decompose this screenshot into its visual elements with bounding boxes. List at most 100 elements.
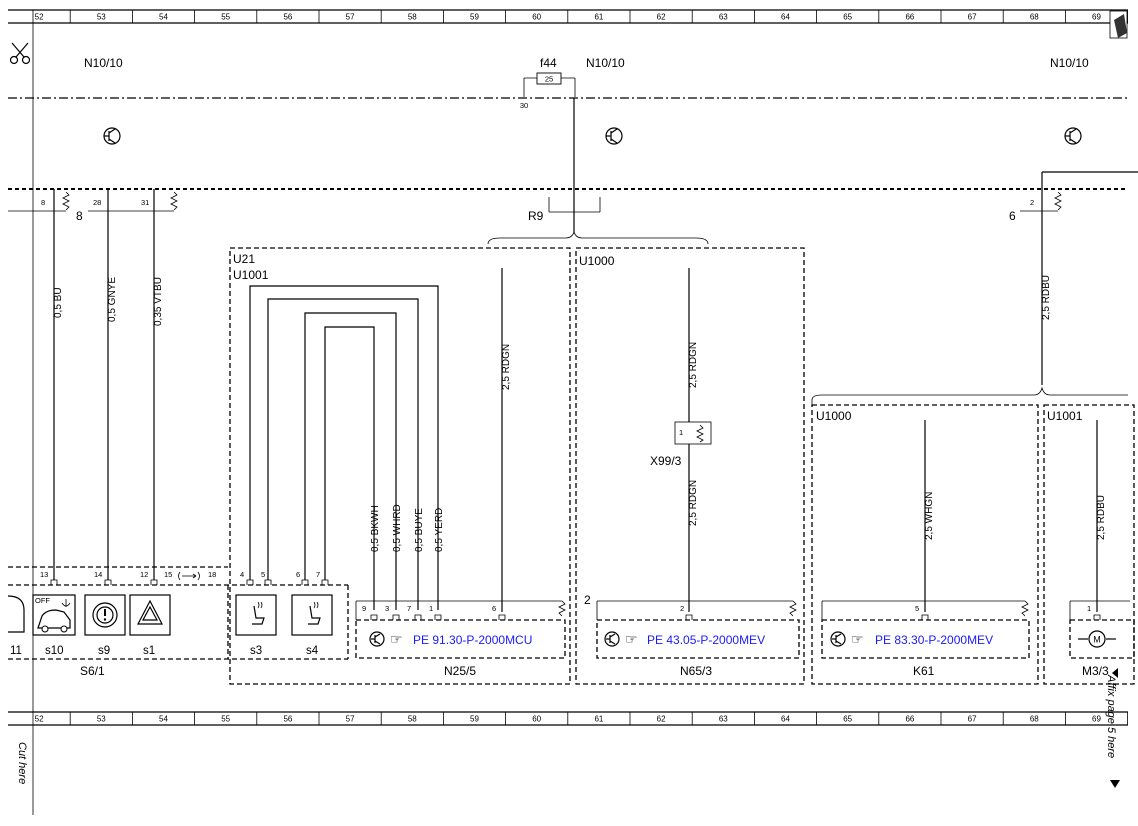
switch-label: 11 bbox=[10, 645, 22, 657]
car-off-button[interactable] bbox=[32, 594, 76, 636]
wire-label: 0,5 YERD bbox=[434, 508, 445, 552]
pin-label: 2 bbox=[584, 593, 591, 607]
pe-link-n25-5[interactable]: PE 91.30-P-2000MCU bbox=[413, 633, 532, 647]
component-m3-3 bbox=[1069, 600, 1135, 659]
switch-label: s9 bbox=[98, 645, 110, 657]
cut-here-label: Cut here bbox=[16, 742, 28, 784]
ruler-column-number: 57 bbox=[346, 13, 355, 22]
wire-label: 0,5 GNYE bbox=[107, 277, 118, 322]
pin-label: 6 bbox=[492, 604, 496, 613]
brace bbox=[487, 230, 709, 245]
pin-label: 12 bbox=[140, 570, 148, 579]
affix-label: Affix page 5 here bbox=[1105, 674, 1117, 758]
transistor-icon bbox=[1064, 127, 1082, 145]
pin-label: 6 bbox=[1009, 209, 1016, 223]
ruler-column-number: 55 bbox=[221, 715, 230, 724]
ruler-column-number: 59 bbox=[470, 715, 479, 724]
component-label: M3/3 bbox=[1082, 664, 1109, 678]
seat-icon-button[interactable] bbox=[7, 595, 25, 633]
arrow-left-icon bbox=[1112, 668, 1118, 678]
svg-text:M: M bbox=[1093, 635, 1101, 645]
ruler-column-number: 61 bbox=[594, 13, 603, 22]
component-label: N65/3 bbox=[680, 664, 712, 678]
group-box-u21 bbox=[229, 247, 571, 685]
hand-pointer-icon: ☞ bbox=[625, 631, 638, 647]
group-label: U1000 bbox=[816, 409, 852, 423]
pin-label: 7 bbox=[316, 570, 320, 579]
r9-bracket bbox=[548, 197, 601, 213]
wire-label: 0,5 BU bbox=[53, 287, 64, 318]
wire-label: 2,5 RDBU bbox=[1041, 275, 1052, 320]
pin-label: 2 bbox=[680, 604, 684, 613]
ruler-column-number: 58 bbox=[408, 13, 417, 22]
fuse-rating: 25 bbox=[545, 75, 553, 84]
ruler-column-number: 60 bbox=[532, 715, 541, 724]
ruler-column-number: 54 bbox=[159, 715, 168, 724]
module-label-left: N10/10 bbox=[84, 56, 123, 70]
ruler-column-number: 68 bbox=[1030, 715, 1039, 724]
pin-label: 9 bbox=[362, 604, 366, 613]
ruler-column-number: 55 bbox=[221, 13, 230, 22]
ruler-column-number: 65 bbox=[843, 13, 852, 22]
component-k61 bbox=[821, 600, 1030, 659]
switch-label: s10 bbox=[45, 645, 64, 657]
ruler-column-number: 66 bbox=[905, 715, 914, 724]
motor-icon: M bbox=[1078, 630, 1116, 648]
tire-pressure-button[interactable] bbox=[84, 594, 126, 636]
hazard-button[interactable] bbox=[129, 594, 171, 636]
pin-label: 28 bbox=[93, 198, 101, 207]
seat-heater-button-right[interactable] bbox=[291, 594, 333, 636]
ruler-column-number: 53 bbox=[97, 715, 106, 724]
switch-label: s4 bbox=[306, 645, 319, 657]
wire-label: 2,5 RDGN bbox=[501, 344, 512, 390]
wire-label: 2,5 RDGN bbox=[688, 480, 699, 526]
wire-label: 0,5 BKWH bbox=[370, 505, 381, 552]
ruler-column-number: 61 bbox=[594, 715, 603, 724]
seat-heater-button-left[interactable] bbox=[235, 594, 277, 636]
switch-label: s1 bbox=[143, 645, 155, 657]
ruler-column-number: 56 bbox=[283, 715, 292, 724]
pin-label: 31 bbox=[141, 198, 149, 207]
group-box-u1000 bbox=[575, 247, 805, 685]
fuse-label: f44 bbox=[540, 56, 557, 70]
ruler-column-number: 58 bbox=[408, 715, 417, 724]
wire-label: 2,5 RDGN bbox=[688, 342, 699, 388]
pin-label: 14 bbox=[94, 570, 102, 579]
off-label: OFF bbox=[35, 596, 50, 605]
group-label: U1001 bbox=[1047, 409, 1083, 423]
pin-label: 8 bbox=[76, 209, 83, 223]
ruler-column-number: 64 bbox=[781, 715, 790, 724]
pin-label: 4 bbox=[240, 570, 244, 579]
pin-label: 7 bbox=[407, 604, 411, 613]
pin-label: 5 bbox=[261, 570, 265, 579]
ruler-column-number: 69 bbox=[1092, 715, 1101, 724]
terminal-marks bbox=[50, 579, 329, 585]
component-label: S6/1 bbox=[80, 664, 105, 678]
transistor-icon bbox=[605, 127, 623, 145]
group-label: U21 bbox=[233, 252, 255, 266]
ruler-column-number: 57 bbox=[346, 715, 355, 724]
brace bbox=[811, 386, 1128, 405]
group-box-u1001-b bbox=[1043, 404, 1135, 685]
pin-label: 1 bbox=[1087, 604, 1091, 613]
pe-link-n65-3[interactable]: PE 43.05-P-2000MEV bbox=[647, 633, 765, 647]
ruler-column-number: 65 bbox=[843, 715, 852, 724]
pin-label: 1 bbox=[679, 428, 683, 437]
pe-link-k61[interactable]: PE 83.30-P-2000MEV bbox=[875, 633, 993, 647]
ruler-column-number: 69 bbox=[1092, 13, 1101, 22]
wire-label: 2,5 WHGN bbox=[924, 492, 935, 540]
pin-label: 6 bbox=[296, 570, 300, 579]
ruler-column-number: 52 bbox=[35, 715, 44, 724]
ruler-column-number: 56 bbox=[283, 13, 292, 22]
ruler-column-number: 63 bbox=[719, 715, 728, 724]
pin-label: 15 bbox=[164, 570, 172, 579]
pin-label: 13 bbox=[40, 570, 48, 579]
pin-label: 2 bbox=[1030, 198, 1034, 207]
ruler-column-number: 67 bbox=[968, 13, 977, 22]
switch-label: s3 bbox=[250, 645, 262, 657]
ruler-column-number: 62 bbox=[657, 13, 666, 22]
page-corner-icon bbox=[1109, 10, 1128, 39]
hand-pointer-icon: ☞ bbox=[390, 631, 403, 647]
